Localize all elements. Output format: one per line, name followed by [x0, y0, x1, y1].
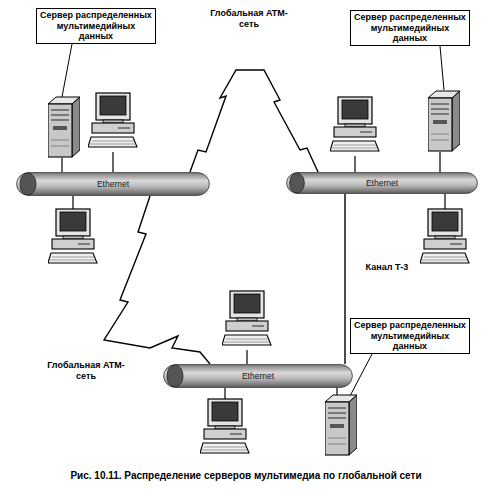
- server-label: Сервер распределенных мультимедийных дан…: [354, 12, 466, 44]
- cable-body: [17, 173, 210, 196]
- cable-end: [167, 365, 183, 387]
- devices: [48, 91, 469, 455]
- segment-name: Ethernet: [242, 372, 274, 381]
- link-label: Канал Т-3: [352, 262, 422, 273]
- workstation: [420, 209, 469, 263]
- label-box: Сервер распределенных мультимедийных дан…: [350, 10, 470, 46]
- link-label: Глобальная ATM-сеть: [40, 360, 132, 382]
- workstation: [330, 97, 379, 151]
- drop-wire: [444, 194, 445, 209]
- drop-wire: [61, 158, 62, 172]
- drop-wire: [439, 152, 440, 172]
- ethernet-segment: Ethernet: [286, 172, 478, 194]
- server-tower: [428, 91, 460, 151]
- workstation: [222, 291, 271, 345]
- ethernet-segment: Ethernet: [16, 172, 210, 196]
- drop-wire: [246, 350, 247, 364]
- segment-name: Ethernet: [97, 180, 129, 189]
- server-tower: [325, 395, 357, 455]
- server-label: Сервер распределенных мультимедийных дан…: [40, 10, 152, 42]
- cable-body: [287, 173, 478, 194]
- network-link: [104, 196, 210, 364]
- drop-wire: [72, 196, 73, 209]
- workstation: [88, 93, 137, 147]
- leader-line: [350, 354, 372, 396]
- segment-name: Ethernet: [366, 179, 398, 188]
- leader-line: [62, 44, 72, 97]
- figure-caption: Рис. 10.11. Распределение серверов мульт…: [0, 470, 492, 481]
- ethernet-segment: Ethernet: [163, 364, 353, 388]
- connector-layer: [104, 70, 345, 364]
- workstation: [200, 399, 249, 453]
- drop-wire: [354, 156, 355, 172]
- network-link: [344, 194, 345, 364]
- drop-wire: [112, 152, 113, 172]
- cable-body: [164, 365, 353, 388]
- server-label: Сервер распределенных мультимедийных дан…: [354, 320, 466, 352]
- server-tower: [48, 97, 80, 157]
- cable-end: [290, 173, 305, 193]
- label-box: Сервер распределенных мультимедийных дан…: [36, 8, 156, 44]
- workstation: [48, 209, 97, 263]
- link-label: Глобальная ATM-сеть: [203, 8, 295, 30]
- cable-end: [20, 173, 36, 195]
- label-box: Сервер распределенных мультимедийных дан…: [350, 318, 470, 354]
- network-link: [190, 70, 318, 172]
- leader-line: [440, 46, 444, 90]
- drop-wire: [224, 388, 225, 399]
